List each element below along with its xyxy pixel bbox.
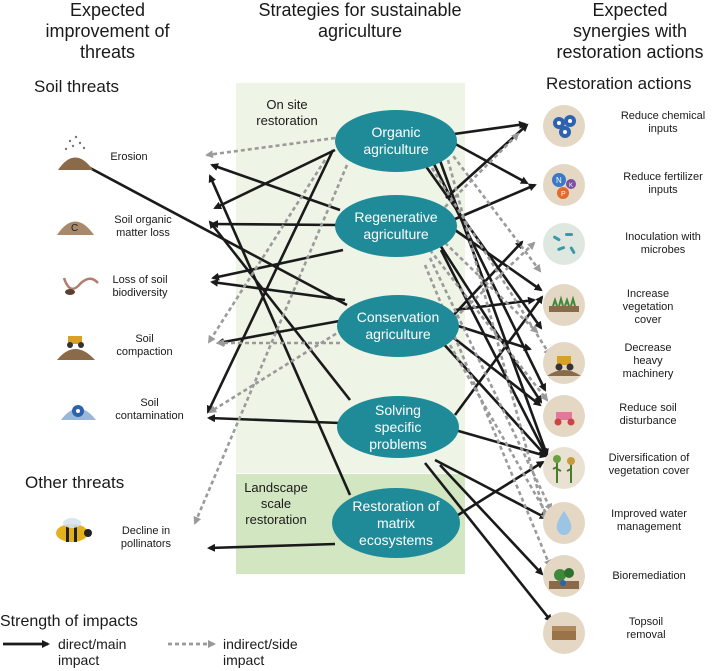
legend-title: Strength of impacts <box>0 613 138 630</box>
action-inoculation-label: Inoculation with microbes <box>625 231 701 256</box>
topsoil-layer-icon <box>543 612 585 654</box>
legend-indirect-label: indirect/side impact <box>223 636 298 668</box>
on-site-label: On site restoration <box>256 97 318 128</box>
tractor-on-soil-icon <box>57 336 95 360</box>
threat-pollinators-label: Decline in pollinators <box>120 525 172 550</box>
action-topsoil-removal-label: Topsoil removal <box>626 616 666 641</box>
action-bioremediation-label: Bioremediation <box>612 570 686 582</box>
action-diversification-label: Diversification of vegetation cover <box>608 452 690 477</box>
header-right: Expected synergies with restoration acti… <box>556 0 704 62</box>
action-heavy-machinery-label: Decrease heavy machinery <box>622 342 674 380</box>
bioremediation-plant-icon <box>543 555 585 597</box>
soil-threats-title: Soil threats <box>34 77 120 96</box>
erosion-soil-pile-icon <box>58 135 93 170</box>
other-threats-title: Other threats <box>25 473 125 492</box>
svg-text:K: K <box>569 183 573 189</box>
radioactive-soil-icon <box>61 405 96 420</box>
worm-insect-icon <box>62 277 99 295</box>
header-middle: Strategies for sustainable agriculture <box>258 0 462 41</box>
threat-soil-contamination-label: Soil contamination <box>115 397 184 422</box>
action-reduce-chemical-label: Reduce chemical inputs <box>620 110 706 135</box>
restoration-actions-title: Restoration actions <box>546 74 692 93</box>
strategy-regenerative-agriculture: Regenerative agriculture <box>335 195 457 257</box>
threat-soil-biodiversity-label: Loss of soil biodiversity <box>112 274 168 299</box>
chemical-hazard-icon <box>543 105 585 147</box>
tractor-disturbance-icon <box>543 395 585 437</box>
vegetation-cover-icon <box>543 284 585 326</box>
landscape-label: Landscape scale restoration <box>244 480 308 527</box>
strategy-solving-specific-problems: Solving specific problems <box>337 396 459 458</box>
strategy-restoration-matrix-ecosystems: Restoration of matrix ecosystems <box>332 488 460 558</box>
svg-text:N: N <box>556 176 562 185</box>
threat-erosion-label: Erosion <box>110 151 148 163</box>
strategy-organic-agriculture: Organic agriculture <box>335 110 457 172</box>
soil-organic-matter-icon: C <box>57 221 94 235</box>
plants-diversity-icon <box>543 447 585 489</box>
svg-text:C: C <box>71 223 78 234</box>
bee-icon <box>56 518 92 542</box>
water-drop-icon <box>543 502 585 544</box>
threat-soil-organic-matter-loss-label: Soil organic matter loss <box>114 214 172 239</box>
action-water-management-label: Improved water management <box>611 508 687 533</box>
action-soil-disturbance-label: Reduce soil disturbance <box>619 402 677 427</box>
action-reduce-fertilizer-label: Reduce fertilizer inputs <box>623 171 703 196</box>
strategy-conservation-agriculture: Conservation agriculture <box>337 295 459 357</box>
npk-fertilizer-icon: N K P <box>543 164 585 206</box>
threat-soil-compaction-label: Soil compaction <box>116 333 173 358</box>
action-vegetation-cover-label: Increase vegetation cover <box>622 288 674 326</box>
microbes-icon <box>543 223 585 265</box>
header-left: Expected improvement of threats <box>45 0 170 62</box>
svg-text:P: P <box>561 191 566 198</box>
heavy-machinery-icon <box>543 342 585 384</box>
legend-direct-label: direct/main impact <box>58 636 127 668</box>
